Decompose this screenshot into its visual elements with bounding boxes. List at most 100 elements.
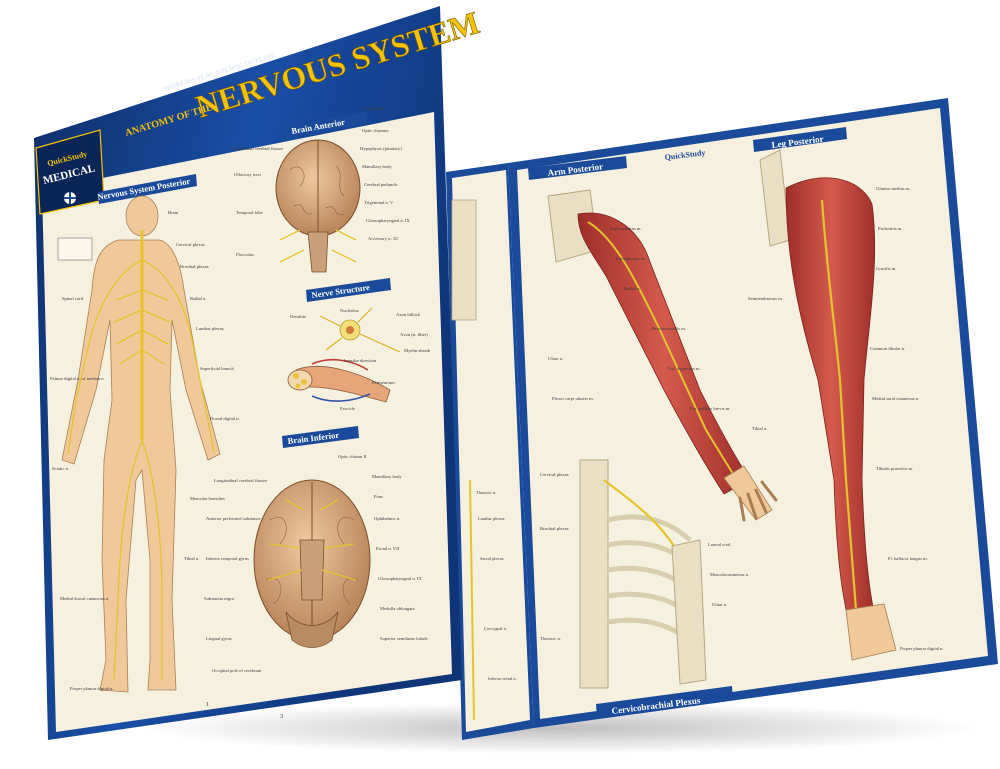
svg-text:Ulnar n.: Ulnar n. <box>712 602 727 607</box>
leg-posterior-illustration <box>759 149 897 661</box>
svg-text:Axon hillock: Axon hillock <box>396 312 421 317</box>
svg-text:Flocculus: Flocculus <box>236 252 254 257</box>
svg-text:Brachioradialis m.: Brachioradialis m. <box>652 326 686 331</box>
svg-text:Brachial plexus: Brachial plexus <box>180 264 209 269</box>
svg-text:Accessory n. XI: Accessory n. XI <box>368 236 398 241</box>
svg-text:Supraspinatus m.: Supraspinatus m. <box>610 226 642 231</box>
svg-text:Axon (n. fiber): Axon (n. fiber) <box>400 332 428 337</box>
arm-posterior-illustration <box>547 189 778 522</box>
svg-text:Ext. pollicis brevis m.: Ext. pollicis brevis m. <box>690 406 730 411</box>
svg-text:Occipital pole of cerebrum: Occipital pole of cerebrum <box>212 668 262 673</box>
medical-caduceus-icon <box>64 192 76 204</box>
svg-text:Muscular branches: Muscular branches <box>190 496 225 501</box>
legend-box <box>57 237 93 261</box>
svg-text:Flexor carpi ulnaris m.: Flexor carpi ulnaris m. <box>552 396 594 401</box>
svg-text:Musculocutaneous n.: Musculocutaneous n. <box>710 572 749 577</box>
svg-text:Thoracic n.: Thoracic n. <box>476 490 496 495</box>
cervicobrachial-labels: Cervical plexus Brachial plexus Lateral … <box>540 472 749 641</box>
svg-text:Brain: Brain <box>168 210 179 215</box>
svg-text:Lateral cord: Lateral cord <box>708 542 731 547</box>
cover-panel: WORLD'S #1 ACADEMIC OUTLINE ANATOMY OF T… <box>34 4 484 740</box>
cervicobrachial-plexus-illustration <box>579 459 707 689</box>
nerve-structure-labels: Nucleolus Axon hillock Dendrite Axon (n.… <box>290 308 431 411</box>
svg-text:Dorsal digital n.: Dorsal digital n. <box>210 416 240 421</box>
nerve-cross-section <box>287 358 391 403</box>
svg-text:Radial n.: Radial n. <box>190 296 207 301</box>
medical-badge: QuickStudy MEDICAL <box>35 129 105 215</box>
nervous-system-posterior-illustration <box>57 195 221 693</box>
svg-text:Perineurium: Perineurium <box>372 380 395 385</box>
svg-text:Nucleolus: Nucleolus <box>340 308 359 313</box>
svg-text:Brachial plexus: Brachial plexus <box>540 526 569 531</box>
svg-text:Proper plantar digital n.: Proper plantar digital n. <box>900 646 944 651</box>
svg-text:Medial sural cutaneous n.: Medial sural cutaneous n. <box>872 396 919 401</box>
brain-inferior-illustration <box>253 479 371 648</box>
svg-text:Tibial n.: Tibial n. <box>752 426 767 431</box>
svg-text:Palmar digital n. of median n.: Palmar digital n. of median n. <box>50 376 105 381</box>
svg-text:Anterior perforated substance: Anterior perforated substance <box>206 516 261 521</box>
svg-text:Myelin sheath: Myelin sheath <box>404 348 431 353</box>
svg-text:Spinal cord: Spinal cord <box>62 296 84 301</box>
svg-text:Piriformis m.: Piriformis m. <box>878 226 903 231</box>
svg-text:Common fibular n.: Common fibular n. <box>870 346 905 351</box>
svg-text:Longitudinal cerebral fissure: Longitudinal cerebral fissure <box>230 146 283 151</box>
svg-text:Facial n. VII: Facial n. VII <box>376 546 400 551</box>
svg-text:Olfactory tract: Olfactory tract <box>234 172 262 177</box>
svg-text:Trigeminal n. V: Trigeminal n. V <box>364 200 394 205</box>
svg-text:Ext. digitorum m.: Ext. digitorum m. <box>668 366 701 371</box>
svg-text:Fl. hallucis longus m.: Fl. hallucis longus m. <box>888 556 928 561</box>
svg-text:Tibial n.: Tibial n. <box>184 556 199 561</box>
svg-text:Lumbar plexus: Lumbar plexus <box>196 326 224 331</box>
svg-text:Infraspinatus m.: Infraspinatus m. <box>616 256 646 261</box>
svg-text:Medulla oblongata: Medulla oblongata <box>380 606 415 611</box>
svg-text:Fascicle: Fascicle <box>340 406 355 411</box>
brain-anterior-illustration <box>275 139 361 273</box>
svg-text:Temporal lobe: Temporal lobe <box>236 210 263 215</box>
svg-text:Dendrite: Dendrite <box>290 314 306 319</box>
nervous-system-posterior-labels: Brain Cervical plexus Brachial plexus Ra… <box>50 210 240 691</box>
svg-text:Superficial branch: Superficial branch <box>200 366 235 371</box>
svg-text:Cervical plexus: Cervical plexus <box>540 472 569 477</box>
floor-shadow <box>140 702 980 754</box>
svg-text:Superior semilunar lobule: Superior semilunar lobule <box>380 636 428 641</box>
nerve-structure-illustration <box>287 307 401 403</box>
center-panel: Thoracic n. Lumbar plexus Sacral plexus … <box>446 163 534 740</box>
svg-text:Medial dorsal cutaneous n.: Medial dorsal cutaneous n. <box>60 596 110 601</box>
arm-posterior-labels: Supraspinatus m. Infraspinatus m. Radial… <box>548 226 730 411</box>
svg-text:Mamillary body: Mamillary body <box>372 474 402 479</box>
svg-text:Mamillary body: Mamillary body <box>362 164 392 169</box>
svg-text:Cervical plexus: Cervical plexus <box>176 242 205 247</box>
page-number-left: 1 <box>206 702 209 708</box>
svg-text:Substantia nigra: Substantia nigra <box>204 596 234 601</box>
page-number-inner: 3 <box>280 714 283 720</box>
svg-text:Gracilis m.: Gracilis m. <box>876 266 896 271</box>
svg-text:Radial n.: Radial n. <box>624 286 641 291</box>
svg-text:Coccygeal n.: Coccygeal n. <box>484 626 507 631</box>
right-panel: Arm Posterior QuickStudy Leg Posterior C… <box>508 98 998 728</box>
svg-text:Longitudinal cerebral fissure: Longitudinal cerebral fissure <box>214 478 267 483</box>
svg-text:Tibialis posterior m.: Tibialis posterior m. <box>876 466 913 471</box>
svg-text:Sacral plexus: Sacral plexus <box>480 556 504 561</box>
center-labels: Thoracic n. Lumbar plexus Sacral plexus … <box>476 490 517 681</box>
svg-text:Cerebral peduncle: Cerebral peduncle <box>364 182 398 187</box>
svg-text:Ophthalmic n.: Ophthalmic n. <box>374 516 400 521</box>
svg-text:Pons: Pons <box>374 494 383 499</box>
svg-text:Impulse direction: Impulse direction <box>344 358 377 363</box>
svg-text:Ulnar n.: Ulnar n. <box>548 356 563 361</box>
svg-text:Inferior temporal gyrus: Inferior temporal gyrus <box>206 556 249 561</box>
brain-inferior-labels: Optic chiasm II Mamillary body Pons Opht… <box>204 454 428 673</box>
svg-text:Glossopharyngeal n. IX: Glossopharyngeal n. IX <box>366 218 410 223</box>
svg-text:Frontal lobe: Frontal lobe <box>362 106 384 111</box>
svg-text:Lingual gyrus: Lingual gyrus <box>206 636 232 641</box>
svg-text:Inferior rectal n.: Inferior rectal n. <box>488 676 517 681</box>
svg-text:Thoracic n.: Thoracic n. <box>540 636 561 641</box>
svg-text:Glossopharyngeal n. IX: Glossopharyngeal n. IX <box>378 576 422 581</box>
brain-anterior-labels: Frontal lobe Optic chiasma Hypophysis (p… <box>230 106 410 257</box>
svg-text:Optic chiasma: Optic chiasma <box>362 128 388 133</box>
page-number-right: 4 <box>756 688 759 694</box>
svg-text:Proper plantar digital n.: Proper plantar digital n. <box>70 686 114 691</box>
leg-posterior-labels: Gluteus medius m. Piriformis m. Gracilis… <box>748 186 944 651</box>
svg-text:Lumbar plexus: Lumbar plexus <box>478 516 505 521</box>
svg-text:Hypophysis (pituitary): Hypophysis (pituitary) <box>360 146 402 151</box>
